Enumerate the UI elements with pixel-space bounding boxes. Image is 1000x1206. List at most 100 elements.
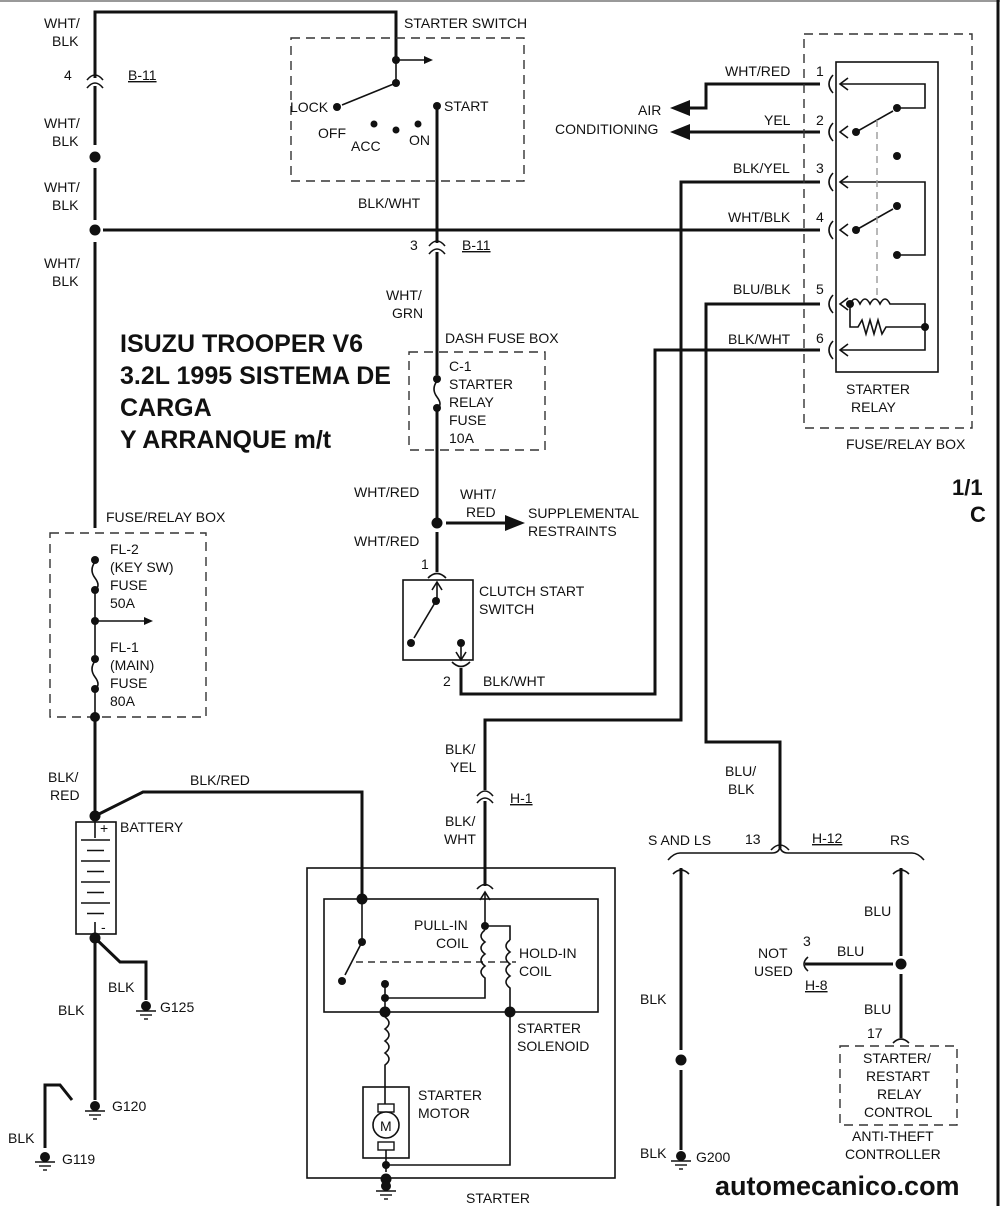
wire-label-wht-red-1: WHT/RED [354,484,419,500]
motor-symbol: M [380,1118,392,1134]
relay-resistor-icon [849,304,925,337]
hold-in-coil-icon [505,939,512,1012]
starter-relay-label-2: RELAY [851,399,897,415]
ground-label-g120: G120 [112,1098,146,1114]
wire-label-blk-s-ls: BLK [640,991,667,1007]
battery-circuit: BLK/ RED BLK/RED + - BATTERY BLK BLK BLK… [8,717,364,1171]
motor-icon [372,1111,400,1139]
not-used-label-1: NOT [758,945,788,961]
page-section: C [970,502,986,527]
wire-label-wht-red-branch-b: RED [466,504,496,520]
wire-label-blk-wht-clutch: BLK/WHT [483,673,546,689]
relay-feed-wires: AIR CONDITIONING [483,82,820,848]
fl2-line-4: 50A [110,595,136,611]
arrow-icon [670,100,690,116]
pull-in-label-1: PULL-IN [414,917,468,933]
connector-h1-label: H-1 [510,790,533,806]
anti-theft-circuit: BLU/ BLK S AND LS 13 H-12 RS BLK BLK G20… [640,763,958,1170]
ac-label-1: AIR [638,102,661,118]
splice-supplemental [431,517,443,529]
wire-label-wht-blk-1b: BLK [52,33,79,49]
relay-pin-1: 1 [816,63,824,79]
wire-label-wht-blk-1a: WHT/ [44,15,80,31]
wht-red-to-ac [690,82,820,110]
antitheft-box-line-3: RELAY [877,1086,923,1102]
relay-pin-5: 5 [816,281,824,297]
dash-fuse-line-1: C-1 [449,358,472,374]
blu-blk-to-h12 [704,302,820,848]
ground-label-g119: G119 [62,1151,95,1167]
motor-label-2: MOTOR [418,1105,470,1121]
wire-label-blu-blk-b: BLK [728,781,755,797]
connector-h8-label: H-8 [805,977,828,993]
relay-wire-label-2: YEL [764,112,791,128]
battery-plus: + [100,820,108,836]
solenoid-label-1: STARTER [517,1020,581,1036]
wire-label-blu-3: BLU [864,1001,891,1017]
clutch-switch-label-2: SWITCH [479,601,534,617]
starter-restart-relay-control-box [839,1045,958,1126]
switch-pos-off: OFF [318,125,346,141]
ac-label-2: CONDITIONING [555,121,658,137]
hold-in-label-2: COIL [519,963,552,979]
wire-label-wht-blk-2a: WHT/ [44,115,80,131]
relay-coil-icon [849,298,926,327]
wire-label-blk-wht-switch: BLK/WHT [358,195,421,211]
wire-label-blk-wht-starter-a: BLK/ [445,813,475,829]
connector-h12-pin: 13 [745,831,761,847]
connector-b11-4-top [86,74,104,81]
connector-b11-4-bottom [86,82,104,89]
wire-label-wht-blk-3b: BLK [52,197,79,213]
connector-h12-right-label: RS [890,832,909,848]
fl1-line-4: 80A [110,693,136,709]
hold-in-label-1: HOLD-IN [519,945,577,961]
pull-in-label-2: COIL [436,935,469,951]
wire-to-g119 [43,1083,74,1148]
wire-label-blk-g119: BLK [8,1130,35,1146]
watermark: automecanico.com [715,1171,960,1201]
wire-label-blk-red-b: RED [50,787,80,803]
relay-wire-label-5: BLU/BLK [733,281,791,297]
ground-icon-g200 [671,1151,691,1170]
battery-label: BATTERY [120,819,184,835]
fuse-icon [91,660,99,690]
clutch-switch-label-1: CLUTCH START [479,583,585,599]
splice-2 [89,224,101,236]
connector-h8-pin: 3 [803,933,811,949]
relay-wire-label-6: BLK/WHT [728,331,791,347]
switch-pos-start: START [444,98,489,114]
blk-yel-to-starter [483,180,820,790]
antitheft-controller-label-1: ANTI-THEFT [852,1128,934,1144]
wire-label-wht-blk-3a: WHT/ [44,179,80,195]
ground-icon-g125 [136,1001,156,1020]
wire-label-wht-red-branch-a: WHT/ [460,486,496,502]
switch-blade [341,82,397,106]
solenoid-label-2: SOLENOID [517,1038,589,1054]
antitheft-box-line-4: CONTROL [864,1104,933,1120]
ground-icon-starter [376,1181,396,1200]
starter-box [306,867,616,1179]
pull-in-coil-icon [385,929,487,999]
starter-relay-box [835,61,939,373]
supplemental-restraints-label-1: SUPPLEMENTAL [528,505,639,521]
fuse-relay-box-right-label: FUSE/RELAY BOX [846,436,966,452]
relay-wire-label-3: BLK/YEL [733,160,790,176]
relay-pin-3: 3 [816,160,824,176]
switch-pos-on: ON [409,132,430,148]
wire-label-wht-grn-a: WHT/ [386,287,422,303]
relay-pin-connector-2 [828,122,849,142]
wire-label-blu-blk-a: BLU/ [725,763,756,779]
title-line-2: 3.2L 1995 SISTEMA DE [120,362,391,390]
wire-label-blk-yel-b: YEL [450,759,477,775]
starter-assembly: BLK/ YEL H-1 BLK/ WHT STARTER PULL-IN CO… [306,741,616,1206]
starter-switch: STARTER SWITCH LOCK OFF ACC ON START [290,15,527,182]
blk-red-to-starter [94,790,364,898]
starter-switch-label: STARTER SWITCH [404,15,527,31]
wire-label-wht-blk-4b: BLK [52,273,79,289]
ground-icon-g119 [35,1152,55,1171]
fuse-relay-box-right [803,33,973,429]
diagram-title: ISUZU TROOPER V6 3.2L 1995 SISTEMA DE CA… [120,330,391,454]
battery-icon [75,821,117,935]
fl2-line-3: FUSE [110,577,147,593]
